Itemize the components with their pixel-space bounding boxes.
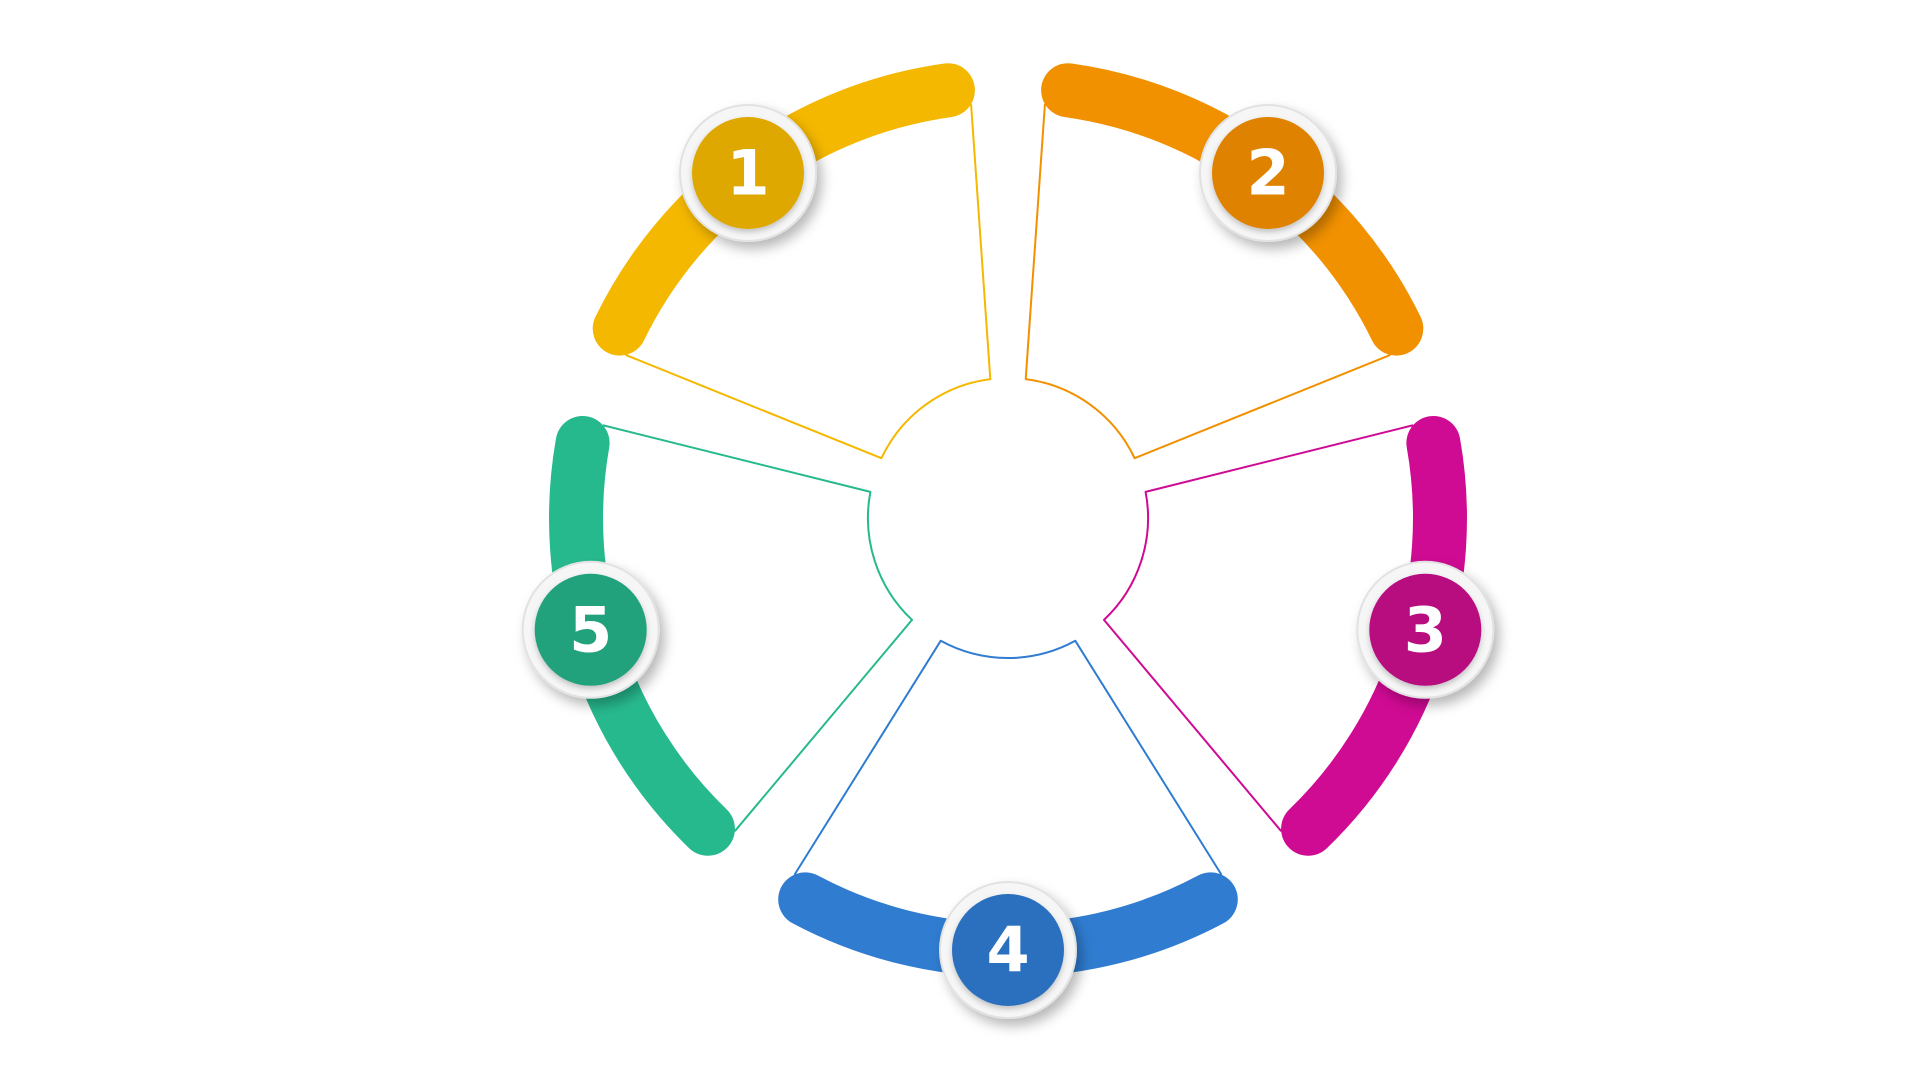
badge-disc xyxy=(692,117,804,229)
badge-disc xyxy=(952,894,1064,1006)
step-badge-1: 1 xyxy=(679,104,817,242)
step-badge-4: 4 xyxy=(939,881,1077,1019)
step-number-4: 4 xyxy=(986,914,1029,987)
step-badge-5: 5 xyxy=(521,560,660,699)
badge-disc xyxy=(1369,573,1482,686)
badge-disc xyxy=(534,573,647,686)
step-number-3: 3 xyxy=(1404,593,1447,666)
step-number-1: 1 xyxy=(726,137,769,210)
step-number-2: 2 xyxy=(1246,137,1289,210)
step-number-5: 5 xyxy=(569,593,612,666)
step-badge-2: 2 xyxy=(1199,104,1337,242)
step-badge-3: 3 xyxy=(1356,560,1495,699)
step-badges: 1 2 3 4 5 xyxy=(521,104,1495,1019)
badge-disc xyxy=(1212,117,1324,229)
